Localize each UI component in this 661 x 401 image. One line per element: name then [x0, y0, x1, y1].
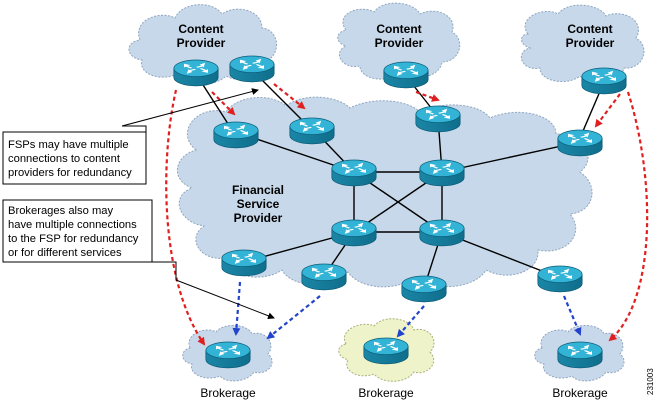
callout-1-line-1: FSPs may have multiple	[8, 139, 129, 151]
router-icon	[557, 341, 603, 369]
blue-dashed-arrows	[232, 281, 582, 340]
callout-2-line-4: or for different services	[8, 247, 122, 259]
red-arrow-long-left	[165, 89, 206, 346]
cp3-label-line1: Content	[567, 22, 612, 36]
callout-1-box	[2, 131, 147, 185]
cp1-label-line1: Content	[178, 22, 223, 36]
fsp-label: Financial Service Provider	[232, 183, 284, 225]
router-icon	[301, 263, 347, 291]
financial-service-provider-cloud	[176, 96, 593, 288]
callout-2-line-1: Brokerages also may	[8, 205, 113, 217]
brokerage-label-1: Brokerage	[200, 386, 256, 400]
callout-1-line-2: connections to content	[8, 153, 121, 165]
cp1-label-line2: Provider	[177, 36, 226, 50]
router-icon	[383, 61, 429, 89]
router-icon	[331, 219, 377, 247]
red-arrow	[594, 93, 621, 128]
fsp-label-line2: Service	[237, 197, 280, 211]
callout-2-leader	[152, 261, 275, 320]
cp2-label-line2: Provider	[375, 36, 424, 50]
blue-arrow	[266, 295, 321, 340]
fsp-label-line1: Financial	[232, 183, 284, 197]
router-icon	[213, 121, 259, 149]
router-icon	[401, 275, 447, 303]
callout-2-line-2: have multiple connections	[8, 219, 137, 231]
blue-arrow	[562, 295, 582, 336]
blue-arrow	[232, 281, 242, 336]
router-icon	[221, 249, 267, 277]
content-provider-cloud-2	[337, 2, 461, 80]
router-icon	[331, 159, 377, 187]
content-provider-cloud-3	[520, 4, 645, 85]
callout-leaders	[121, 88, 275, 320]
brokerage-label-2: Brokerage	[358, 386, 414, 400]
content-provider-label-2: Content Provider	[375, 22, 424, 50]
red-arrow-long-right	[608, 91, 649, 342]
router-icon	[289, 117, 335, 145]
router-icon	[581, 67, 627, 95]
red-arrow	[415, 90, 440, 102]
cp3-label-line2: Provider	[566, 36, 615, 50]
cp2-label-line1: Content	[376, 22, 421, 36]
link-d	[441, 141, 581, 173]
callout-1: FSPs may have multiple connections to co…	[2, 131, 147, 185]
content-provider-label-3: Content Provider	[566, 22, 615, 50]
callout-2-line-3: to the FSP for redundancy	[8, 233, 139, 245]
callout-1-line-3: providers for redundancy	[8, 167, 132, 179]
router-icon	[415, 105, 461, 133]
brokerage-label-3: Brokerage	[552, 386, 608, 400]
red-arrow	[211, 91, 236, 116]
router-icon	[229, 55, 275, 83]
callout-2: Brokerages also may have multiple connec…	[2, 199, 153, 263]
router-icon	[419, 159, 465, 187]
figure-id: 231003	[646, 368, 655, 395]
callout-2-box	[2, 199, 153, 263]
router-icon	[173, 59, 219, 87]
router-icon	[557, 129, 603, 157]
router-icon	[419, 219, 465, 247]
router-icon	[205, 341, 251, 369]
callout-1-leader	[121, 88, 259, 132]
router-icon	[363, 337, 409, 365]
fsp-label-line3: Provider	[234, 211, 283, 225]
content-provider-label-1: Content Provider	[177, 22, 226, 50]
red-dashed-arrows	[165, 83, 649, 346]
router-icon	[537, 265, 583, 293]
